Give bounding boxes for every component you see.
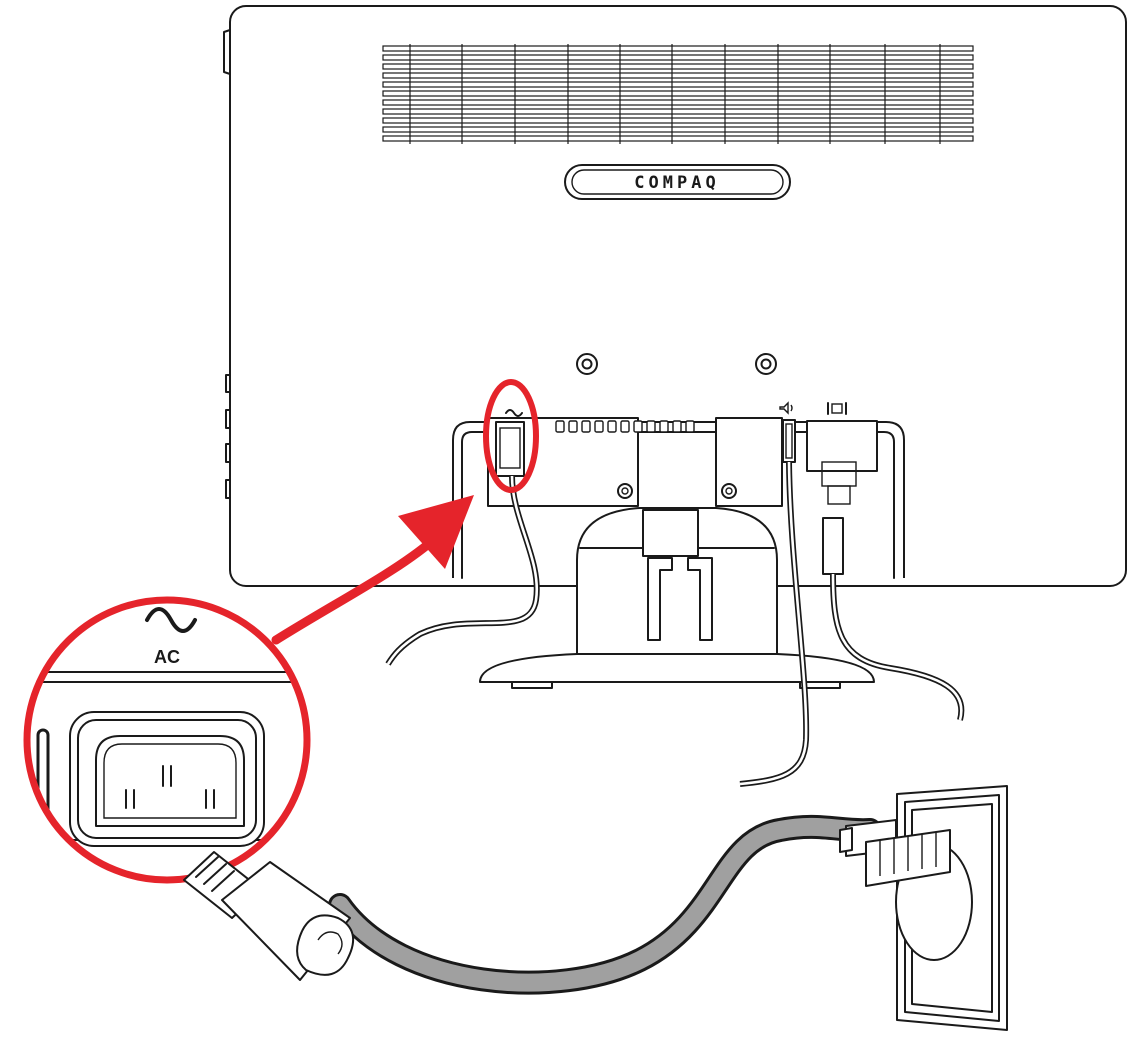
vent-slot xyxy=(382,108,974,115)
power-cord xyxy=(328,814,882,995)
vga-port-icon xyxy=(827,402,847,415)
audio-cable-plug xyxy=(782,419,796,463)
vent-slot xyxy=(382,90,974,97)
monitor-stand xyxy=(479,507,875,689)
vent-slot xyxy=(382,45,974,52)
vent-slot xyxy=(382,81,974,88)
vent-slot xyxy=(382,117,974,124)
vent-slot xyxy=(382,135,974,142)
ac-label: AC xyxy=(154,647,180,667)
monitor-cord-connector xyxy=(183,851,355,981)
callout-pointer-arrow xyxy=(271,495,474,645)
bay-slot xyxy=(659,420,669,433)
bay-slot xyxy=(672,420,682,433)
bay-slot xyxy=(568,420,578,433)
vent-slot xyxy=(382,54,974,61)
vent-slot xyxy=(382,126,974,133)
bay-slot xyxy=(607,420,617,433)
bay-slot xyxy=(581,420,591,433)
bay-slot xyxy=(633,420,643,433)
vesa-screw-left xyxy=(576,353,598,375)
wall-plug xyxy=(839,819,951,887)
vent-slot xyxy=(382,72,974,79)
bay-slot xyxy=(620,420,630,433)
vent-slot xyxy=(382,99,974,106)
logo-text: COMPAQ xyxy=(634,173,719,193)
bay-slot xyxy=(594,420,604,433)
vent-slot xyxy=(382,63,974,70)
vesa-screw-right xyxy=(755,353,777,375)
bay-slot xyxy=(685,420,695,433)
wall-outlet xyxy=(895,785,1008,1031)
compaq-logo-badge: COMPAQ xyxy=(564,164,791,200)
vent-grille xyxy=(382,44,974,144)
power-port-highlight-ring xyxy=(483,379,539,493)
bay-slot xyxy=(555,420,565,433)
ac-wave-icon xyxy=(145,607,197,633)
vga-cable-plug xyxy=(806,420,878,575)
speaker-icon xyxy=(779,401,793,415)
ventilation-slots xyxy=(555,420,695,433)
monitor-power-plug xyxy=(495,421,525,477)
ac-wave-icon xyxy=(505,409,523,417)
monitor-cables xyxy=(385,461,965,787)
bay-slot xyxy=(646,420,656,433)
